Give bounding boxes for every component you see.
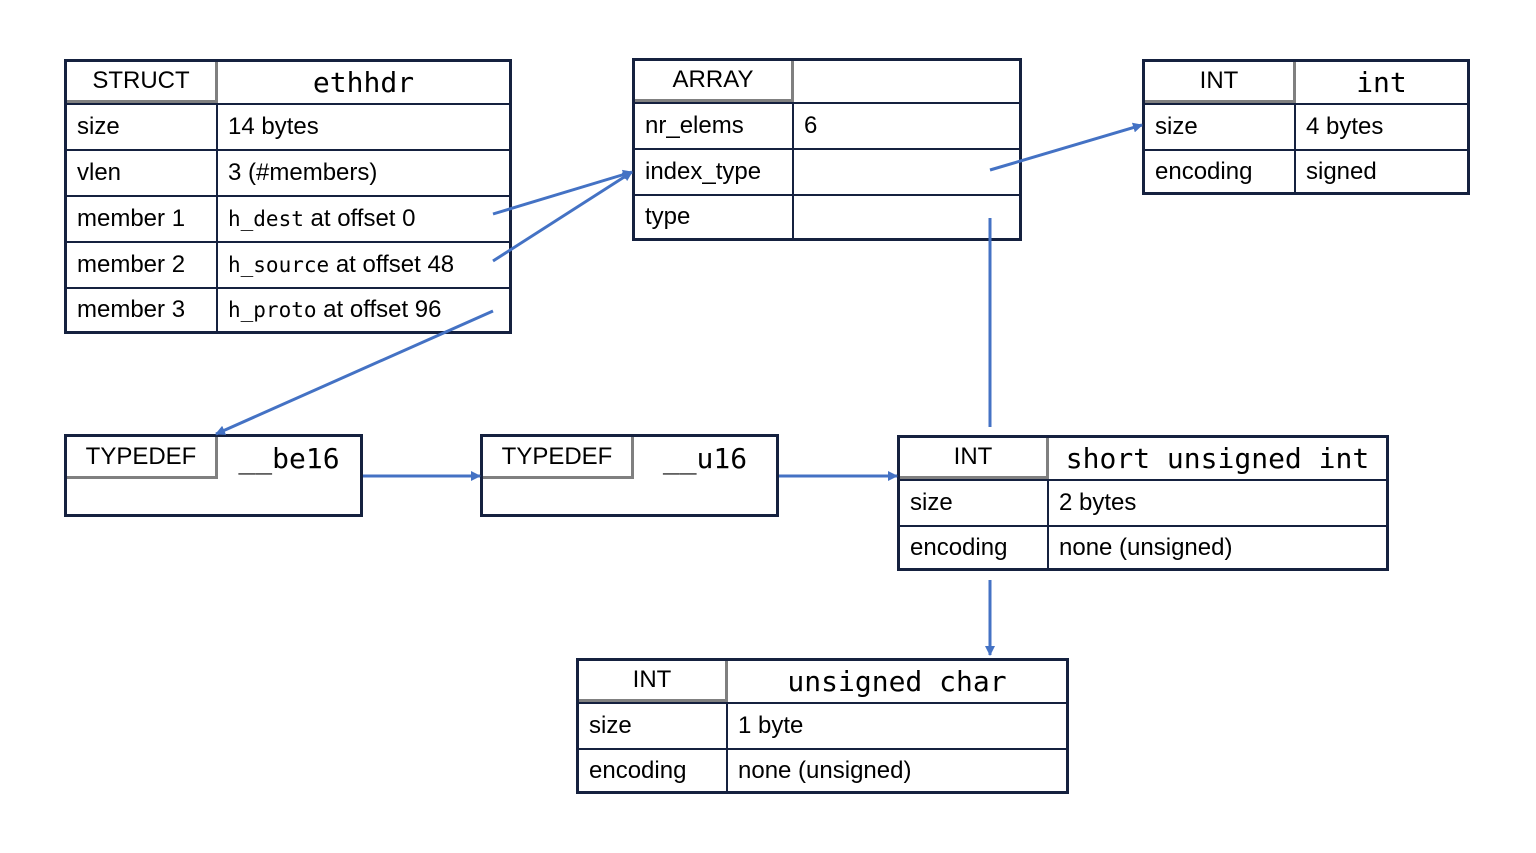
- row-key: size: [1155, 113, 1198, 140]
- row-value: none (unsigned): [1047, 527, 1386, 568]
- member-offset-text: at offset 96: [316, 296, 442, 323]
- box-kind-label: TYPEDEF: [483, 437, 634, 479]
- row-value: 1 byte: [726, 704, 1066, 748]
- int-short-unsigned-int-box: INT short unsigned int size 2 bytes enco…: [897, 435, 1389, 571]
- int-row-encoding: encoding none (unsigned): [579, 748, 1066, 791]
- box-kind-label: TYPEDEF: [67, 437, 218, 479]
- box-type-name: __u16: [662, 441, 748, 475]
- int-row-encoding: encoding signed: [1145, 149, 1467, 192]
- row-value: [792, 196, 1019, 238]
- row-value: h_dest at offset 0: [216, 197, 509, 241]
- box-kind-label: INT: [579, 661, 728, 702]
- arrow-member2-to-array: [492, 170, 633, 263]
- row-value: signed: [1294, 151, 1467, 192]
- row-key: encoding: [1155, 157, 1253, 185]
- box-kind-label: INT: [900, 438, 1049, 479]
- int-row-encoding: encoding none (unsigned): [900, 525, 1386, 568]
- member-field-name: h_source: [228, 253, 330, 277]
- row-value: 14 bytes: [216, 105, 509, 149]
- struct-row-size: size 14 bytes: [67, 103, 509, 149]
- box-type-name: unsigned char: [787, 665, 1007, 698]
- typedef-u16-box: TYPEDEF __u16: [480, 434, 779, 517]
- box-kind-label: ARRAY: [635, 61, 794, 102]
- row-value: none (unsigned): [726, 750, 1066, 791]
- member-field-name: h_dest: [228, 207, 304, 231]
- row-key: encoding: [910, 533, 1008, 561]
- struct-row-member-3: member 3 h_proto at offset 96: [67, 287, 509, 331]
- struct-row-member-2: member 2 h_source at offset 48: [67, 241, 509, 287]
- row-value: 6: [792, 104, 1019, 148]
- box-type-name: short unsigned int: [1065, 442, 1370, 475]
- int-row-size: size 1 byte: [579, 702, 1066, 748]
- box-kind-label: INT: [1145, 62, 1296, 103]
- box-type-name: [794, 61, 1019, 102]
- box-kind-label: STRUCT: [67, 62, 218, 103]
- row-key: size: [589, 712, 632, 739]
- member-offset-text: at offset 48: [329, 251, 455, 278]
- struct-ethhdr-box: STRUCT ethhdr size 14 bytes vlen 3 (#mem…: [64, 59, 512, 334]
- row-value: [792, 150, 1019, 194]
- row-value: h_source at offset 48: [216, 243, 509, 287]
- int-unsigned-char-box: INT unsigned char size 1 byte encoding n…: [576, 658, 1069, 794]
- box-type-name: int: [1356, 66, 1407, 99]
- struct-row-member-1: member 1 h_dest at offset 0: [67, 195, 509, 241]
- row-key: size: [77, 113, 120, 140]
- member-field-name: h_proto: [228, 298, 317, 322]
- box-type-name: __be16: [238, 441, 340, 475]
- row-key: member 1: [77, 205, 186, 232]
- int-int-box: INT int size 4 bytes encoding signed: [1142, 59, 1470, 195]
- row-key: size: [910, 489, 953, 516]
- row-key: nr_elems: [645, 112, 744, 139]
- array-row-type: type: [635, 194, 1019, 238]
- row-value: 3 (#members): [216, 151, 509, 195]
- row-value: 4 bytes: [1294, 105, 1467, 149]
- row-key: encoding: [589, 756, 687, 784]
- row-key: index_type: [645, 158, 762, 185]
- row-key: type: [645, 203, 691, 230]
- typedef-be16-box: TYPEDEF __be16: [64, 434, 363, 517]
- row-key: member 2: [77, 251, 186, 278]
- member-offset-text: at offset 0: [303, 205, 416, 232]
- row-value: h_proto at offset 96: [216, 289, 509, 331]
- arrow-member1-to-array: [492, 169, 633, 216]
- array-box: ARRAY nr_elems 6 index_type type: [632, 58, 1022, 241]
- array-row-nr-elems: nr_elems 6: [635, 102, 1019, 148]
- row-value: 2 bytes: [1047, 481, 1386, 525]
- array-row-index-type: index_type: [635, 148, 1019, 194]
- struct-row-vlen: vlen 3 (#members): [67, 149, 509, 195]
- row-key: vlen: [77, 159, 122, 186]
- row-key: member 3: [77, 296, 186, 323]
- box-type-name: ethhdr: [312, 66, 415, 99]
- int-row-size: size 4 bytes: [1145, 103, 1467, 149]
- int-row-size: size 2 bytes: [900, 479, 1386, 525]
